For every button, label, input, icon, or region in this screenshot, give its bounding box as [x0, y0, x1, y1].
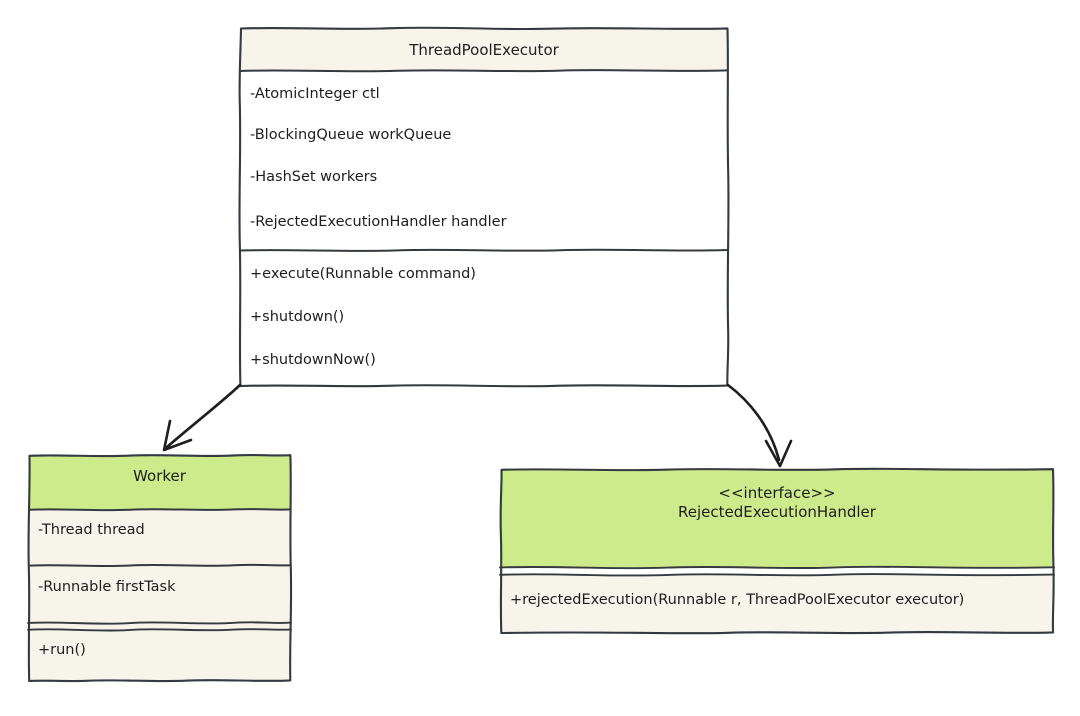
worker-border — [27, 453, 293, 683]
rejectedexecutionhandler-body-fill — [501, 574, 1053, 633]
threadpoolexecutor-header-separator — [239, 69, 728, 73]
rejectedexecutionhandler-members-separator-line-1 — [499, 565, 1055, 570]
class-title-rejectedexecutionhandler: RejectedExecutionHandler — [678, 503, 876, 521]
connector-line-tpe-worker — [165, 383, 242, 449]
threadpoolexecutor-method-1: +shutdown() — [250, 309, 345, 325]
connector-line-tpe-handler — [726, 383, 781, 462]
worker-header-fill — [29, 455, 290, 510]
threadpoolexecutor-method-0: +execute(Runnable command) — [250, 266, 476, 282]
threadpoolexecutor-attribute-1: -BlockingQueue workQueue — [250, 127, 452, 143]
class-title-threadpoolexecutor: ThreadPoolExecutor — [409, 41, 559, 59]
worker-header-separator — [28, 508, 291, 512]
class-box-rejectedexecutionhandler[interactable] — [499, 467, 1055, 635]
worker-members-separator-line-1 — [27, 621, 292, 625]
worker-members-separator-line-2 — [27, 628, 292, 632]
class-title-worker: Worker — [133, 467, 186, 485]
rejectedexecutionhandler-border — [499, 467, 1055, 635]
threadpoolexecutor-method-2: +shutdownNow() — [250, 352, 376, 368]
threadpoolexecutor-attribute-3: -RejectedExecutionHandler handler — [250, 214, 507, 230]
arrowhead-worker — [162, 419, 193, 452]
worker-attr-separator — [28, 563, 291, 568]
worker-attribute-1: -Runnable firstTask — [38, 579, 176, 595]
threadpoolexecutor-members-separator — [239, 248, 728, 252]
class-stereotype-rejectedexecutionhandler: <<interface>> — [718, 484, 836, 502]
class-box-threadpoolexecutor[interactable] — [238, 26, 730, 388]
threadpoolexecutor-header-fill — [240, 28, 728, 71]
worker-attribute-0: -Thread thread — [38, 522, 145, 538]
threadpoolexecutor-body-fill — [240, 70, 727, 386]
arrowhead-handler — [764, 439, 793, 468]
rejectedexecutionhandler-members-separator-line-2 — [499, 573, 1055, 577]
connector-threadpoolexecutor-to-rejectedexecutionhandler[interactable] — [726, 383, 793, 468]
worker-method-0: +run() — [38, 642, 86, 658]
rejectedexecutionhandler-header-fill — [501, 469, 1053, 568]
rejectedexecutionhandler-method-0: +rejectedExecution(Runnable r, ThreadPoo… — [510, 592, 965, 608]
worker-body-fill — [29, 509, 290, 681]
threadpoolexecutor-attribute-0: -AtomicInteger ctl — [250, 86, 380, 102]
threadpoolexecutor-attribute-2: -HashSet workers — [250, 169, 378, 185]
class-box-worker[interactable] — [27, 453, 293, 683]
connector-threadpoolexecutor-to-worker[interactable] — [162, 383, 242, 452]
